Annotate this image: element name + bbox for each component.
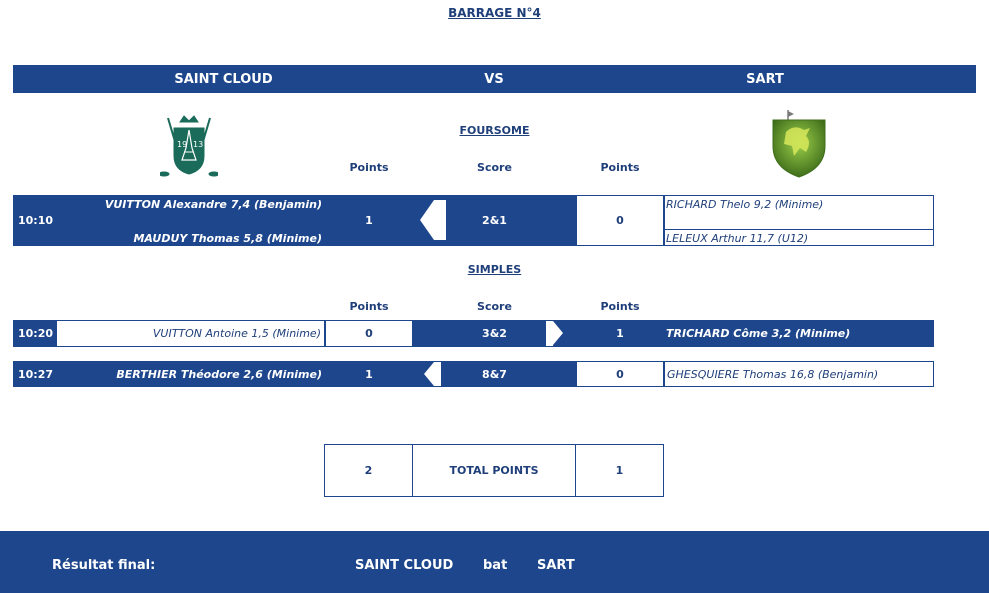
winner-left-arrow-icon — [420, 200, 434, 240]
saint-cloud-logo: 19 13 — [158, 112, 220, 180]
simples-col-points-left: Points — [349, 300, 389, 313]
sart-logo — [770, 110, 828, 178]
total-points-label: TOTAL POINTS — [412, 444, 576, 497]
team-right-name: SART — [746, 72, 784, 87]
foursome-player-right-2: LELEUX Arthur 11,7 (U12) — [666, 231, 809, 245]
simples-link[interactable]: SIMPLES — [467, 263, 522, 276]
foursome-score: 2&1 — [482, 214, 507, 227]
divider — [664, 229, 934, 230]
simples-1-points-left: 0 — [325, 320, 413, 347]
foursome-time: 10:10 — [18, 214, 54, 227]
foursome-player-left-2: MAUDUY Thomas 5,8 (Minime) — [133, 231, 322, 245]
final-result-footer: Résultat final: SAINT CLOUD bat SART — [0, 531, 989, 593]
simples-row-2 — [13, 361, 664, 387]
simples-1-score: 3&2 — [482, 327, 507, 340]
page-title[interactable]: BARRAGE N°4 — [448, 6, 541, 20]
total-points-right: 1 — [575, 444, 664, 497]
team-left-name: SAINT CLOUD — [174, 72, 273, 87]
simples-1-player-right: TRICHARD Côme 3,2 (Minime) — [666, 327, 851, 340]
foursome-row — [13, 195, 664, 246]
foursome-col-points-left: Points — [349, 161, 389, 174]
simples-1-points-right: 1 — [616, 327, 624, 340]
total-points-left: 2 — [324, 444, 413, 497]
simples-col-points-right: Points — [600, 300, 640, 313]
foursome-points-left: 1 — [365, 214, 373, 227]
arrow-tail — [434, 200, 446, 240]
final-result-verb: bat — [483, 558, 508, 573]
simples-2-time: 10:27 — [18, 367, 54, 381]
logo-year-right: 13 — [193, 140, 203, 149]
arrow-tail — [434, 362, 441, 386]
winner-left-arrow-icon — [424, 362, 434, 386]
simples-2-player-left: BERTHIER Théodore 2,6 (Minime) — [116, 367, 322, 381]
simples-2-score: 8&7 — [482, 367, 507, 381]
final-result-label: Résultat final: — [52, 558, 156, 573]
teams-header-bar: SAINT CLOUD VS SART — [13, 65, 976, 93]
final-result-winner: SAINT CLOUD — [355, 558, 454, 573]
foursome-points-right: 0 — [576, 195, 664, 246]
foursome-right-players-box — [664, 195, 934, 246]
foursome-link[interactable]: FOURSOME — [459, 124, 530, 137]
vs-label: VS — [484, 72, 504, 87]
foursome-player-right-1: RICHARD Thelo 9,2 (Minime) — [666, 197, 824, 211]
simples-1-player-left: VUITTON Antoine 1,5 (Minime) — [56, 320, 325, 347]
foursome-col-score: Score — [477, 161, 512, 174]
simples-2-points-left: 1 — [365, 367, 373, 381]
winner-right-arrow-icon — [553, 321, 563, 345]
final-result-loser: SART — [537, 558, 575, 573]
simples-1-time: 10:20 — [18, 327, 54, 340]
foursome-col-points-right: Points — [600, 161, 640, 174]
simples-2-player-right: GHESQUIERE Thomas 16,8 (Benjamin) — [664, 361, 934, 387]
arrow-tail — [546, 321, 553, 346]
foursome-player-left-1: VUITTON Alexandre 7,4 (Benjamin) — [104, 197, 322, 211]
logo-year-left: 19 — [177, 140, 187, 149]
simples-2-points-right: 0 — [576, 361, 664, 387]
simples-col-score: Score — [477, 300, 512, 313]
